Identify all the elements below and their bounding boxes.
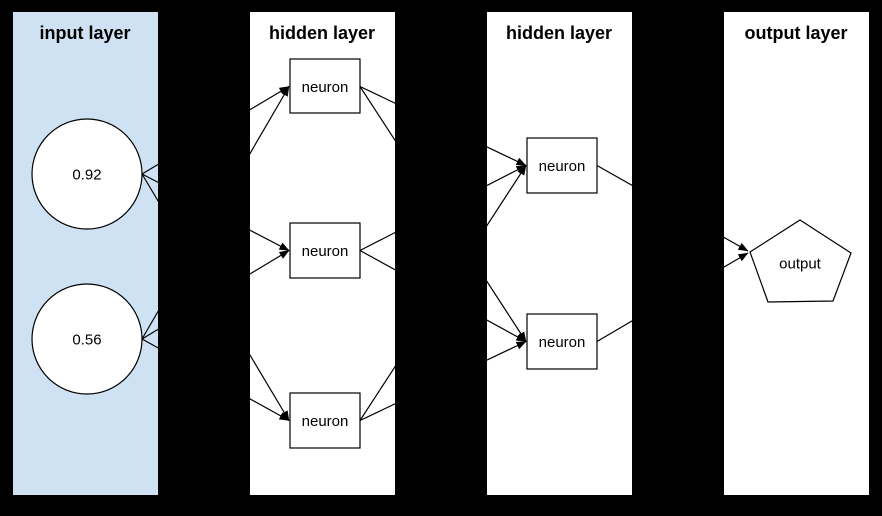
node-input-1: 0.92 (31, 118, 143, 230)
output-label: output (779, 255, 822, 272)
neuron-box (289, 58, 361, 114)
node-hidden1-neuron-3: neuron (289, 392, 361, 449)
node-input-2: 0.56 (31, 283, 143, 395)
input-node-value: 0.56 (72, 331, 101, 348)
neuron-label: neuron (539, 158, 586, 175)
node-hidden2-neuron-2: neuron (526, 313, 598, 370)
neuron-box (526, 313, 598, 370)
panel-title-input-layer: input layer (39, 23, 130, 43)
neuron-box (289, 392, 361, 449)
panel-title-hidden-layer-2: hidden layer (506, 23, 612, 43)
node-hidden1-neuron-2: neuron (289, 222, 361, 279)
neuron-label: neuron (302, 413, 349, 430)
nodes-layer: 0.92 0.56 neuron neuron neuron neuron (31, 58, 852, 449)
panel-hidden-layer-2: hidden layer (487, 12, 632, 495)
panel-input-layer: input layer (13, 12, 158, 495)
edges-layer (141, 85, 749, 422)
node-hidden2-neuron-1: neuron (526, 137, 598, 194)
output-pentagon (749, 219, 852, 303)
input-node-circle (31, 118, 143, 230)
neuron-label: neuron (302, 243, 349, 260)
neuron-label: neuron (302, 79, 349, 96)
panels-layer: input layer hidden layer hidden layer ou… (13, 12, 869, 495)
panel-title-output-layer: output layer (744, 23, 847, 43)
node-output: output (749, 219, 852, 303)
input-node-value: 0.92 (72, 166, 101, 183)
neuron-label: neuron (539, 334, 586, 351)
neuron-box (289, 222, 361, 279)
input-node-circle (31, 283, 143, 395)
node-hidden1-neuron-1: neuron (289, 58, 361, 114)
panel-hidden2-background (487, 12, 632, 495)
panel-input-background (13, 12, 158, 495)
neuron-box (526, 137, 598, 194)
panel-title-hidden-layer-1: hidden layer (269, 23, 375, 43)
